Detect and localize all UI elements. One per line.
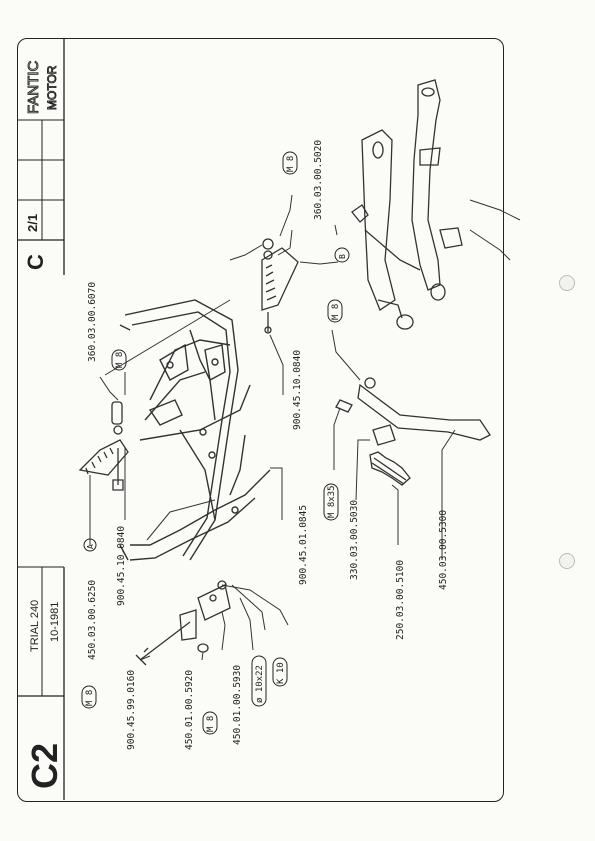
tag-m8: M 8 [85, 690, 95, 706]
part-label-900-45-01-0845: 900.45.01.0845 [298, 505, 309, 585]
stand-mount [135, 580, 231, 666]
brake-pedal [351, 79, 463, 330]
side-stand [335, 377, 491, 486]
hardware-tags: M 8 M 8 M 8 M 8 M 8 ø 10x22 K 10 M 8x35 … [81, 151, 350, 735]
section-code: C2 [24, 743, 65, 789]
part-label-900-45-10-0840-lower: 900.45.10.0840 [116, 526, 127, 606]
part-label-250-03-00-5100: 250.03.00.5100 [395, 560, 406, 640]
tag-m8: M 8 [206, 716, 216, 732]
section-letter: C [23, 254, 48, 270]
binder-hole [559, 275, 575, 291]
part-label-450-03-00-6250: 450.03.00.6250 [87, 580, 98, 660]
part-label-900-45-10-0840-upper: 900.45.10.0840 [292, 350, 303, 430]
right-footrest [261, 238, 299, 334]
tag-m8: M 8 [286, 156, 296, 172]
tag-m8x35: M 8x35 [327, 485, 337, 518]
title-block: TRIAL 240 10-1981 C2 [17, 566, 65, 800]
binder-hole [559, 553, 575, 569]
header-block: 2/1 C FANTIC MOTOR [17, 38, 65, 275]
tag-m8: M 8 [115, 352, 125, 368]
part-numbers: 360.03.00.6070 360.03.00.5020 900.45.10.… [87, 140, 449, 750]
frame-drawing [119, 299, 271, 561]
part-label-450-01-00-5920: 450.01.00.5920 [184, 670, 195, 750]
tag-circle-a: A [86, 544, 95, 549]
fantic-motor-logo: FANTIC MOTOR [25, 60, 60, 114]
part-label-360-03-00-6070: 360.03.00.6070 [87, 282, 98, 362]
part-label-450-01-00-5930: 450.01.00.5930 [232, 665, 243, 745]
sheet-number: 2/1 [25, 214, 40, 232]
part-label-360-03-00-5020: 360.03.00.5020 [313, 140, 324, 220]
issue-date: 10-1981 [49, 602, 61, 642]
leader-lines [89, 194, 521, 661]
tag-m8: M 8 [331, 304, 341, 320]
svg-text:FANTIC: FANTIC [25, 60, 42, 114]
model-name: TRIAL 240 [29, 600, 41, 652]
left-footrest [78, 401, 129, 491]
svg-text:MOTOR: MOTOR [45, 65, 59, 110]
part-label-330-03-00-5030: 330.03.00.5030 [349, 500, 360, 580]
tag-k10: K 10 [276, 662, 286, 684]
tag-washer: ø 10x22 [255, 665, 265, 703]
tag-circle-b: B [338, 254, 347, 259]
part-label-900-45-99-0160: 900.45.99.0160 [126, 670, 137, 750]
part-label-450-03-00-5300: 450.03.00.5300 [438, 510, 449, 590]
page-border [17, 38, 504, 802]
